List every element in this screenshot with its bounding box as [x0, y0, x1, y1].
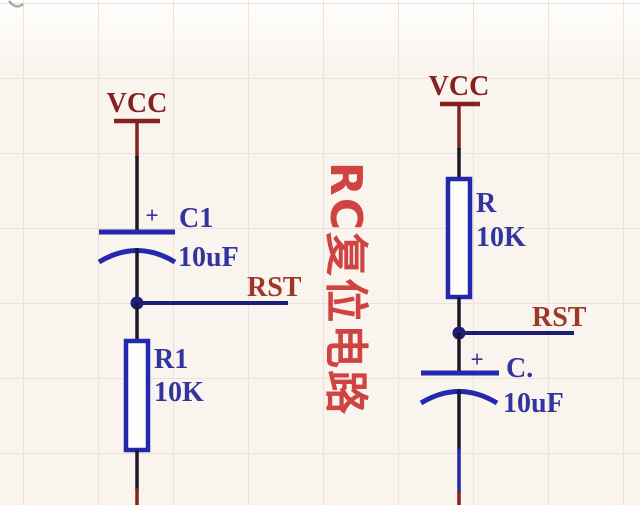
rst-net-label: RST [532, 302, 587, 333]
circuit-title: RC复位电路 [320, 161, 371, 417]
vcc-label: VCC [107, 88, 168, 119]
resistor-value: 10K [154, 377, 204, 408]
right-circuit: VCC R 10K RST + C. 10uF [419, 71, 587, 505]
resistor-designator: R1 [154, 344, 188, 375]
vcc-power-icon [114, 118, 160, 158]
vcc-power-icon [440, 101, 480, 150]
cap-designator: C1 [179, 203, 213, 234]
resistor-icon [123, 338, 151, 453]
rst-net-label: RST [247, 272, 302, 303]
cap-value: 10uF [503, 388, 564, 419]
cap-value: 10uF [178, 242, 239, 273]
cap-designator: C. [506, 353, 533, 384]
resistor-icon [445, 176, 473, 300]
vcc-label: VCC [429, 71, 490, 102]
photo-artifact [8, 0, 24, 8]
cap-plus-sign: + [470, 347, 483, 372]
left-circuit: VCC + C1 10uF RST R1 10K [97, 88, 302, 505]
cap-plus-sign: + [145, 203, 158, 228]
resistor-designator: R [476, 188, 497, 219]
resistor-value: 10K [476, 222, 526, 253]
